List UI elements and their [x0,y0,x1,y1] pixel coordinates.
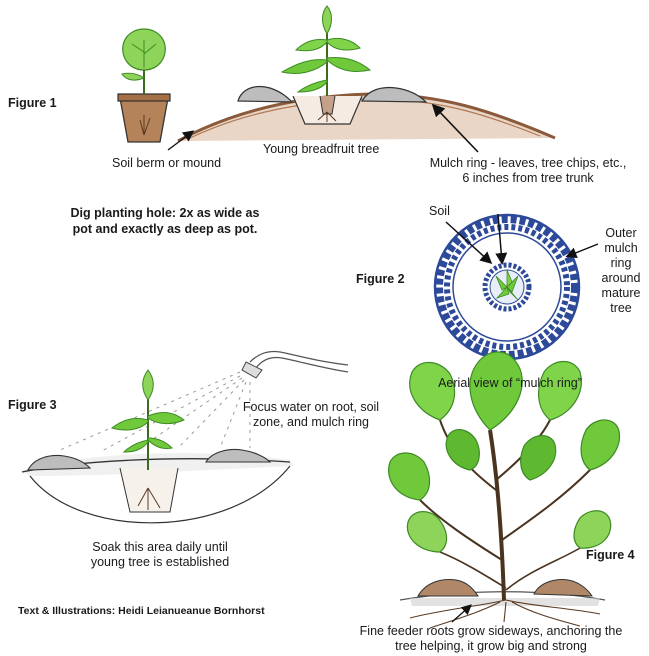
focus-water-line2: zone, and mulch ring [226,415,396,430]
young-tree-label: Young breadfruit tree [263,142,379,157]
soil-berm-label: Soil berm or mound [112,156,221,171]
outer-mulch-label-2: mulch [598,241,644,256]
figure3-label: Figure 3 [8,398,57,413]
figure2-drawing [435,214,598,359]
outer-mulch-label-6: tree [598,301,644,316]
focus-water-line1: Focus water on root, soil [226,400,396,415]
feeder-roots-line1: Fine feeder roots grow sideways, anchori… [336,624,646,639]
figure1-drawing [118,6,555,152]
planting-instruction-line1: Dig planting hole: 2x as wide as [20,206,310,221]
figure4-drawing [389,352,620,628]
mulch-ring-label-line1: Mulch ring - leaves, tree chips, etc., [408,156,648,171]
feeder-roots-line2: tree helping, it grow big and strong [336,639,646,654]
soak-area-line1: Soak this area daily until [50,540,270,555]
planting-instruction-line2: pot and exactly as deep as pot. [20,222,310,237]
soil-label: Soil [429,204,450,219]
figure1-label: Figure 1 [8,96,57,111]
outer-mulch-label-5: mature [598,286,644,301]
figure4-label: Figure 4 [586,548,635,563]
potted-seedling [118,29,170,142]
illustration-credit: Text & Illustrations: Heidi Leianueanue … [18,604,265,619]
figure2-label: Figure 2 [356,272,405,287]
outer-mulch-label-3: ring [598,256,644,271]
outer-mulch-label-4: around [598,271,644,286]
soak-area-line2: young tree is established [50,555,270,570]
mulch-ring-label-line2: 6 inches from tree trunk [408,171,648,186]
outer-mulch-label-1: Outer [598,226,644,241]
aerial-view-caption: Aerial view of “mulch ring” [410,376,610,391]
figure3-drawing [22,351,348,522]
